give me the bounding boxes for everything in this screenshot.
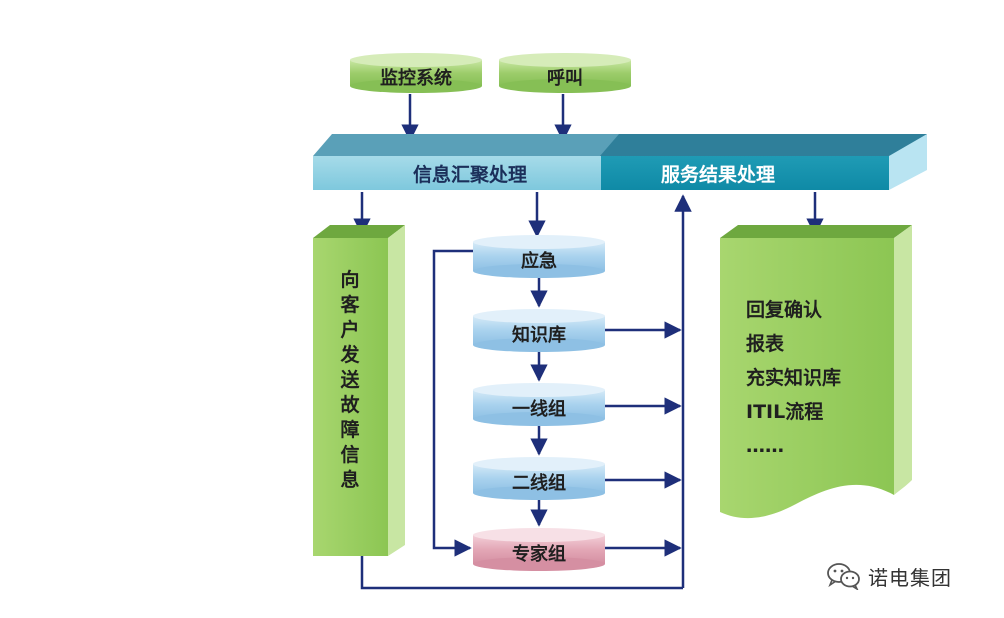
line-left-panel-to-collector — [360, 556, 683, 590]
line2-label: 二线组 — [512, 472, 566, 494]
wechat-icon — [827, 563, 860, 590]
info-aggregation-label: 信息汇聚处理 — [413, 163, 527, 186]
line1-label: 一线组 — [512, 398, 566, 420]
right-item-confirm: 回复确认 — [746, 298, 822, 321]
left-char: 故 — [340, 393, 360, 416]
left-char: 发 — [339, 343, 360, 366]
right-result-panel: 回复确认 报表 充实知识库 ITIL流程 …… — [720, 225, 912, 519]
call-label: 呼叫 — [547, 68, 583, 89]
processing-bar: 信息汇聚处理 服务结果处理 — [313, 134, 927, 190]
left-char: 送 — [340, 368, 360, 391]
left-panel-text: 向 客 户 发 送 故 障 信 息 — [339, 268, 360, 491]
right-item-report: 报表 — [746, 332, 785, 355]
call-cylinder: 呼叫 — [499, 53, 631, 93]
left-char: 向 — [340, 268, 359, 291]
monitor-system-cylinder: 监控系统 — [350, 53, 482, 93]
watermark: 诺电集团 — [826, 560, 996, 592]
left-notify-panel — [313, 225, 405, 556]
line1-cylinder: 一线组 — [473, 383, 605, 426]
emergency-label: 应急 — [521, 250, 557, 272]
service-result-label: 服务结果处理 — [661, 163, 775, 186]
expert-cylinder: 专家组 — [473, 528, 605, 571]
line2-cylinder: 二线组 — [473, 457, 605, 500]
right-item-kb: 充实知识库 — [746, 366, 841, 389]
right-item-itil: ITIL流程 — [746, 400, 823, 423]
monitor-system-label: 监控系统 — [380, 67, 452, 89]
left-char: 客 — [340, 293, 360, 316]
left-char: 息 — [340, 468, 359, 491]
expert-label: 专家组 — [512, 543, 566, 565]
arrow-emergency-to-expert-bypass — [432, 249, 473, 557]
knowledge-base-cylinder: 知识库 — [473, 309, 605, 352]
watermark-text: 诺电集团 — [868, 565, 952, 590]
knowledge-base-label: 知识库 — [512, 324, 566, 346]
left-char: 户 — [340, 318, 359, 341]
left-char: 信 — [340, 443, 359, 466]
right-item-more: …… — [746, 435, 784, 457]
left-char: 障 — [340, 418, 359, 441]
emergency-cylinder: 应急 — [473, 235, 605, 278]
